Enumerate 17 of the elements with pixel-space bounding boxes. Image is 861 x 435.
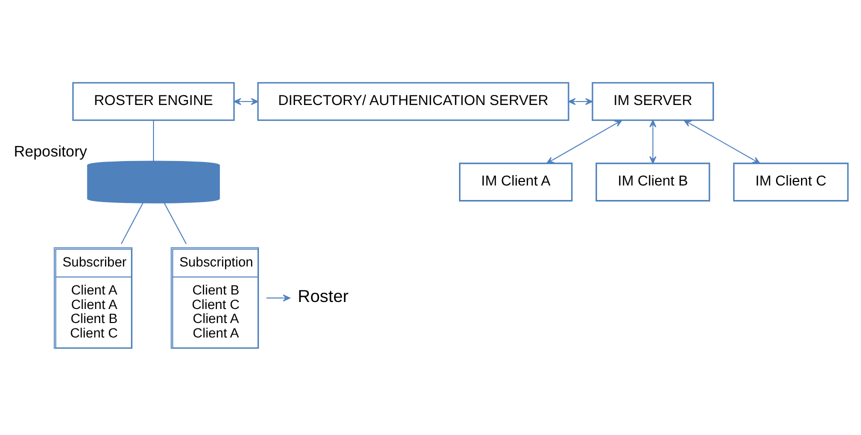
arrow xyxy=(568,98,593,106)
arrow xyxy=(546,120,622,164)
node-label: Repository xyxy=(14,143,88,160)
node-box: IM Client B xyxy=(596,162,710,202)
connector xyxy=(164,202,187,244)
arrow xyxy=(684,120,760,164)
connector xyxy=(120,202,144,244)
node-box: IM Client A xyxy=(459,162,573,202)
arrow xyxy=(266,294,290,302)
node-box: IM SERVER xyxy=(592,82,714,121)
arrow xyxy=(234,98,258,106)
arrow xyxy=(649,120,656,164)
node-box: DIRECTORY/ AUTHENICATION SERVER xyxy=(257,82,570,121)
connector xyxy=(153,120,154,162)
node-box: IM Client C xyxy=(733,162,849,202)
node-text: Roster xyxy=(298,286,349,306)
node-box: ROSTER ENGINE xyxy=(72,82,235,121)
